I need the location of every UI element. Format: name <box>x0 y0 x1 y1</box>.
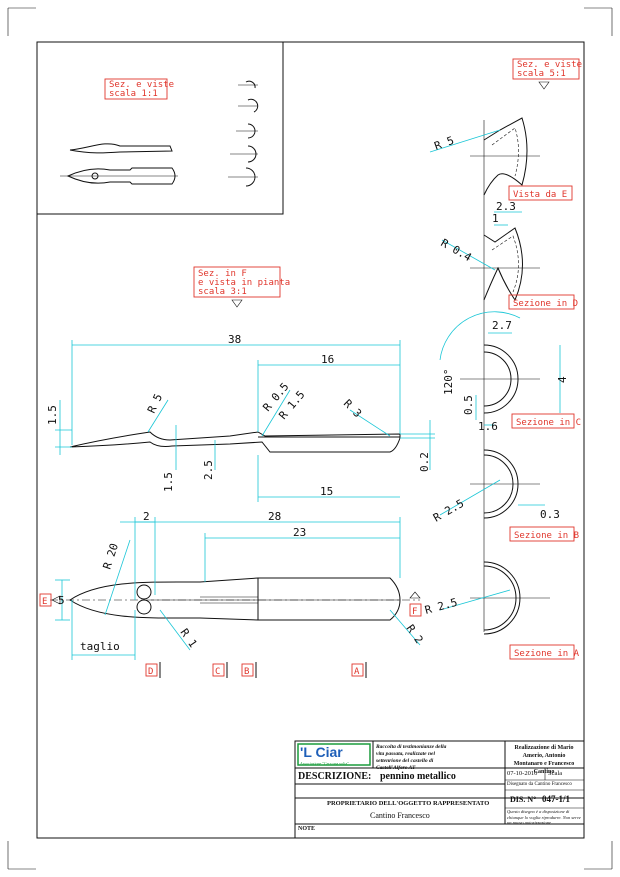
owner-label: PROPRIETARIO DELL'OGGETTO RAPPRESENTATO <box>327 800 490 807</box>
svg-text:Sezione in C: Sezione in C <box>516 418 581 428</box>
reproduction-notice: Questo disegno è a disposizione di chiun… <box>507 809 581 825</box>
note-label: NOTE <box>298 826 316 832</box>
svg-text:D: D <box>148 667 153 677</box>
inset-views <box>60 80 259 187</box>
svg-text:F: F <box>412 607 417 617</box>
drawing-frame <box>36 41 585 839</box>
svg-text:R 2: R 2 <box>404 622 426 646</box>
svg-text:120°: 120° <box>442 369 455 396</box>
svg-text:B: B <box>244 667 249 677</box>
svg-text:2.5: 2.5 <box>202 460 215 480</box>
title-block <box>294 740 585 839</box>
inset-frame <box>37 42 284 215</box>
side-view <box>69 431 401 453</box>
dis-value: 047-1/1 <box>542 794 570 804</box>
description-label: DESCRIZIONE: <box>298 771 372 782</box>
date: 07-10-2010 <box>507 770 538 777</box>
section-b: Sezione in B <box>470 449 579 542</box>
section-a: Sezione in A <box>470 561 580 660</box>
svg-text:scala 1:1: scala 1:1 <box>109 89 158 99</box>
svg-text:16: 16 <box>321 353 334 366</box>
plan-scale-note: Sez. in F e vista in pianta scala 3:1 <box>193 266 290 308</box>
svg-text:Sezione in A: Sezione in A <box>514 649 580 659</box>
svg-text:R 20: R 20 <box>100 542 121 571</box>
svg-text:R 5: R 5 <box>145 392 165 416</box>
logo-subtitle: Associazione "Cera una volta" <box>300 761 349 766</box>
svg-text:23: 23 <box>293 526 306 539</box>
section-dimension-texts: R 5 2.3 1 R 0.4 2.7 120° 4 0.5 1.6 R 2.5… <box>423 134 569 617</box>
svg-text:taglio: taglio <box>80 640 120 653</box>
svg-text:scala 5:1: scala 5:1 <box>517 69 566 79</box>
collection-text: Raccolta di testimonianze della vita pas… <box>376 744 447 771</box>
side-view-dimension-lines <box>55 340 435 502</box>
svg-text:scala 3:1: scala 3:1 <box>198 287 247 297</box>
svg-text:R 0.4: R 0.4 <box>439 236 475 264</box>
svg-text:0.2: 0.2 <box>418 452 431 472</box>
svg-text:A: A <box>354 667 360 677</box>
view-e: Vista da E <box>470 117 573 201</box>
svg-text:1.5: 1.5 <box>46 405 59 425</box>
svg-text:R 2.5: R 2.5 <box>431 497 466 525</box>
scale-label: Scala <box>548 770 563 777</box>
svg-text:1.6: 1.6 <box>478 420 498 433</box>
svg-text:e vista in pianta: e vista in pianta <box>198 278 290 288</box>
svg-text:28: 28 <box>268 510 281 523</box>
authors-text: Realizzazione di Mario Amerio, Antonio M… <box>513 745 575 775</box>
section-d: Sezione in D <box>470 227 578 310</box>
logo: 'L Ciar <box>300 744 343 760</box>
svg-text:Sezione in B: Sezione in B <box>514 531 579 541</box>
section-markers: E F D C B A <box>39 591 422 678</box>
side-view-dimension-texts: 38 16 15 1.5 1.5 2.5 0.2 R 5 R 0.5 R 1.5… <box>46 333 431 498</box>
svg-text:1.5: 1.5 <box>162 472 175 492</box>
svg-text:R 5: R 5 <box>433 134 456 153</box>
svg-text:4: 4 <box>556 376 569 383</box>
section-c: Sezione in C <box>439 311 581 429</box>
svg-text:2.3: 2.3 <box>496 200 516 213</box>
svg-text:1: 1 <box>492 212 499 225</box>
svg-text:Sez. e viste: Sez. e viste <box>109 80 174 90</box>
dis-label: DIS. N° <box>510 795 537 804</box>
svg-text:Sez. in F: Sez. in F <box>198 269 247 279</box>
section-dimension-lines <box>429 129 561 611</box>
inset-scale-note: Sez. e viste scala 1:1 <box>104 78 174 100</box>
drawn-by: Disegnato da Cantino Francesco <box>507 782 572 787</box>
crop-marks <box>7 7 613 870</box>
owner-value: Cantino Francesco <box>370 811 430 820</box>
svg-text:0.5: 0.5 <box>462 395 475 415</box>
svg-text:Vista da E: Vista da E <box>513 190 567 200</box>
svg-text:0.3: 0.3 <box>540 508 560 521</box>
svg-text:Sezione in D: Sezione in D <box>513 299 578 309</box>
svg-text:5: 5 <box>58 594 65 607</box>
svg-text:R 1: R 1 <box>178 626 200 650</box>
svg-text:15: 15 <box>320 485 333 498</box>
svg-text:38: 38 <box>228 333 241 346</box>
plan-view-dimension-texts: 2 28 23 R 20 5 taglio R 1 R 2 <box>58 510 426 653</box>
description-value: pennino metallico <box>380 771 456 782</box>
plan-view-dimension-lines <box>55 517 421 660</box>
svg-text:R 2.5: R 2.5 <box>423 596 458 617</box>
svg-text:C: C <box>215 667 220 677</box>
svg-text:2.7: 2.7 <box>492 319 512 332</box>
plan-view <box>50 577 420 621</box>
section-scale-note: Sez. e viste scala 5:1 <box>512 58 582 90</box>
svg-text:E: E <box>42 597 47 607</box>
svg-text:2: 2 <box>143 510 150 523</box>
svg-text:Sez. e viste: Sez. e viste <box>517 60 582 70</box>
